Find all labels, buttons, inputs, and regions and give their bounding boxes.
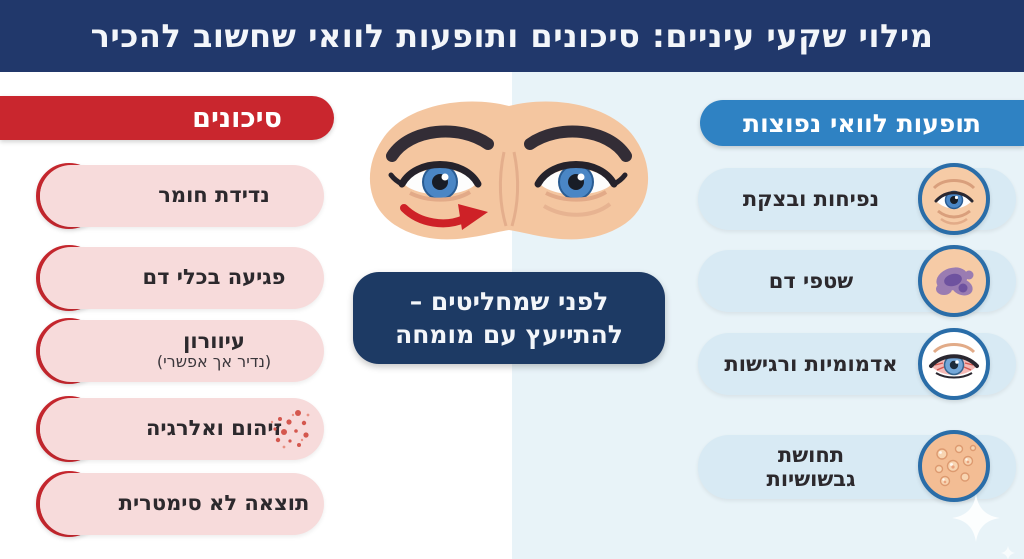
- bruise-icon: [918, 245, 990, 317]
- risk-item-blindness: עיוורון (נדיר אך אפשרי): [36, 318, 326, 384]
- risk-label: פגיעה בכלי דם: [142, 265, 286, 290]
- side-effect-item-lumpiness: תחושת גבשושיות: [698, 430, 1016, 502]
- side-effect-label: תחושת גבשושיות: [766, 442, 856, 491]
- risk-label: נדידת חומר: [158, 183, 270, 208]
- side-effect-item-redness: אדמומיות ורגישות: [698, 328, 1016, 400]
- bumpy-skin-icon: [918, 430, 990, 502]
- eyes-illustration: [369, 101, 649, 240]
- side-effect-label: נפיחות ובצקת: [742, 186, 880, 211]
- red-irritated-eye-icon: [918, 328, 990, 400]
- risk-item-asymmetry: תוצאה לא סימטרית: [36, 471, 326, 537]
- risk-item-infection: זיהום ואלרגיה: [36, 396, 326, 462]
- side-effect-item-bruising: שטפי דם: [698, 245, 1016, 317]
- risk-sublabel: (נדיר אך אפשרי): [156, 352, 272, 372]
- side-effect-item-swelling: נפיחות ובצקת: [698, 163, 1016, 235]
- page-title: מילוי שקעי עיניים: סיכונים ותופעות לוואי…: [90, 17, 934, 55]
- risk-item-material-migration: נדידת חומר: [36, 163, 326, 229]
- advice-box: לפני שמחליטים – להתייעץ עם מומחה: [353, 272, 665, 364]
- title-bar: מילוי שקעי עיניים: סיכונים ותופעות לוואי…: [0, 0, 1024, 72]
- side-effects-header: תופעות לוואי נפוצות: [700, 100, 1024, 146]
- risk-label: זיהום ואלרגיה: [146, 416, 282, 441]
- advice-line2: להתייעץ עם מומחה: [395, 320, 623, 349]
- advice-line1: לפני שמחליטים –: [409, 286, 609, 316]
- risk-item-blood-vessel: פגיעה בכלי דם: [36, 245, 326, 311]
- swollen-eye-icon: [918, 163, 990, 235]
- migration-arrow-icon: [400, 204, 488, 230]
- side-effect-label: שטפי דם: [768, 268, 854, 293]
- risks-header: סיכונים: [0, 96, 334, 140]
- risk-label: תוצאה לא סימטרית: [118, 491, 310, 516]
- side-effect-label: אדמומיות ורגישות: [724, 351, 898, 376]
- rash-dots-icon: [270, 410, 310, 449]
- sparkle-icon: [1000, 545, 1016, 559]
- risk-label: עיוורון: [183, 329, 245, 354]
